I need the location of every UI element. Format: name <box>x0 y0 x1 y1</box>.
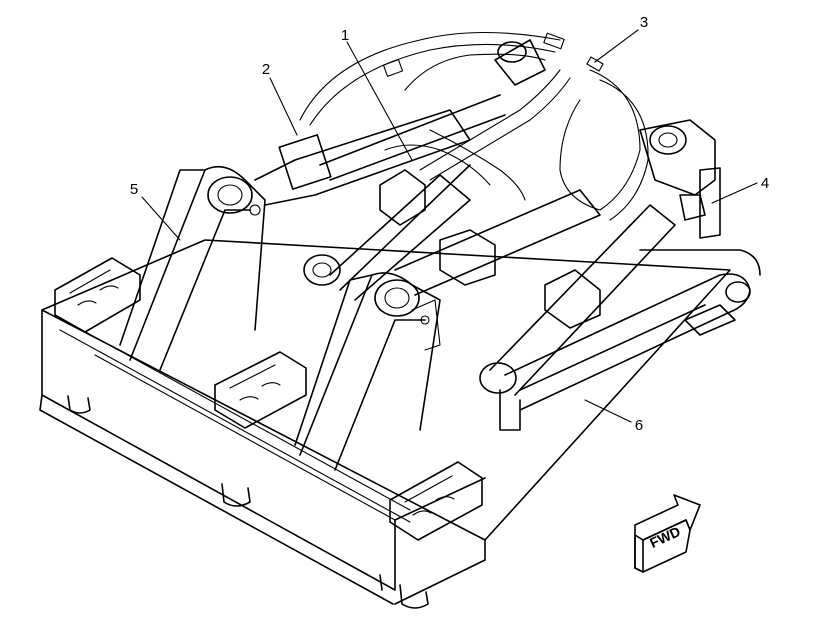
callout-4: 4 <box>761 175 769 192</box>
left-tower-frame <box>119 165 266 371</box>
hydraulic-hoses <box>299 31 649 221</box>
callout-6: 6 <box>635 417 643 434</box>
callout-2: 2 <box>262 61 270 78</box>
callout-5: 5 <box>130 181 138 198</box>
link-arm <box>504 249 761 411</box>
leader-lines <box>141 29 758 423</box>
callout-3: 3 <box>640 14 648 31</box>
mount-blocks <box>54 257 483 541</box>
center-tower-frame <box>294 272 441 471</box>
center-hydraulic-cylinder <box>303 164 471 301</box>
forward-direction-arrow: FWD <box>634 494 701 573</box>
right-mount-bracket <box>639 119 721 239</box>
callout-1: 1 <box>341 27 349 44</box>
front-hydraulic-cylinders <box>394 189 676 431</box>
